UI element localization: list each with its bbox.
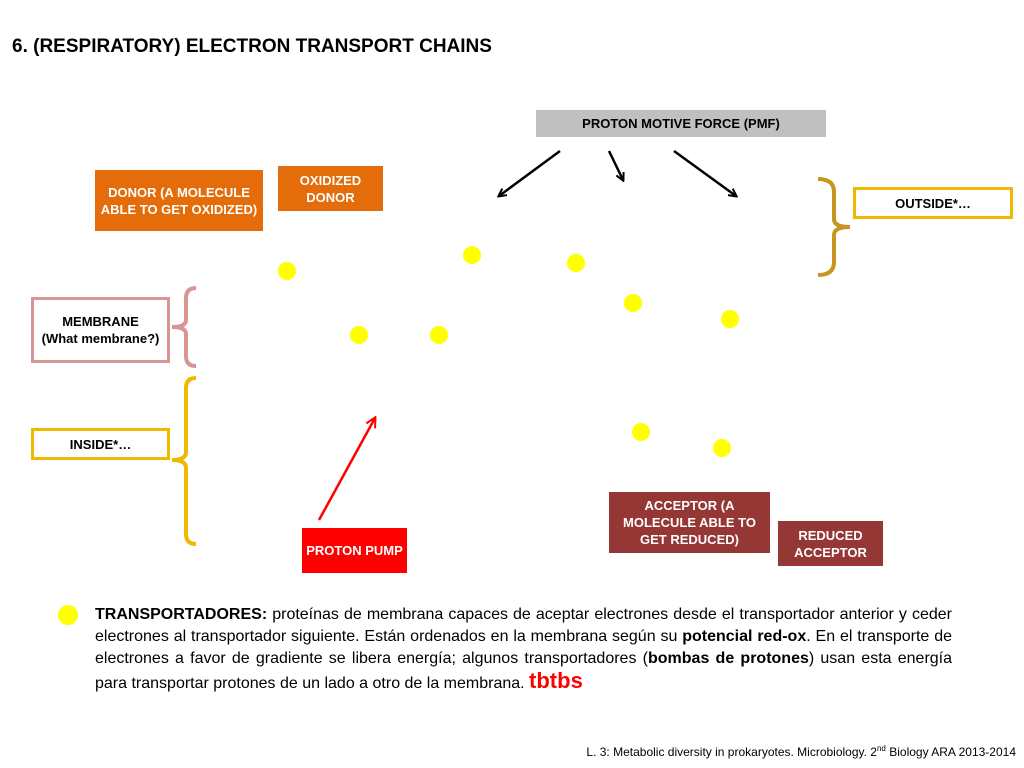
inside-box: INSIDE*… — [31, 428, 170, 460]
acceptor-label: ACCEPTOR (A MOLECULE ABLE TO GET REDUCED… — [623, 498, 756, 547]
legend-description: TRANSPORTADORES: proteínas de membrana c… — [95, 604, 952, 695]
pmf-label: PROTON MOTIVE FORCE (PMF) — [582, 116, 780, 131]
transporter-dot — [350, 326, 368, 344]
transporter-dot — [278, 262, 296, 280]
legend-bold-pumps: bombas de protones — [648, 650, 809, 667]
legend-text-1: proteínas de membrana capaces de aceptar… — [95, 606, 952, 645]
transporter-dot — [632, 423, 650, 441]
transporter-dot — [463, 246, 481, 264]
page-title: 6. (RESPIRATORY) ELECTRON TRANSPORT CHAI… — [12, 36, 492, 57]
pmf-arrow-left — [499, 149, 561, 196]
footer-sup: nd — [876, 744, 886, 753]
oxidized-donor-box: OXIDIZED DONOR — [278, 166, 383, 211]
transporter-dot — [567, 254, 585, 272]
outside-label: OUTSIDE*… — [895, 195, 971, 211]
proton-pump-label: PROTON PUMP — [306, 543, 403, 558]
legend-text-2: . En el transporte de electrones a favor… — [95, 628, 952, 667]
acceptor-box: ACCEPTOR (A MOLECULE ABLE TO GET REDUCED… — [609, 492, 770, 553]
pmf-box: PROTON MOTIVE FORCE (PMF) — [536, 110, 826, 137]
pmf-arrow-middle — [607, 150, 623, 180]
donor-box: DONOR (A MOLECULE ABLE TO GET OXIDIZED) — [95, 170, 263, 231]
transporter-dot — [713, 439, 731, 457]
tbtbs-note: tbtbs — [529, 668, 583, 693]
proton-pump-arrow — [317, 418, 375, 521]
reduced-acceptor-box: REDUCED ACCEPTOR — [778, 521, 883, 566]
pmf-arrow-right — [673, 149, 736, 196]
membrane-question: (What membrane?) — [41, 331, 160, 346]
outside-bracket — [817, 177, 851, 277]
legend-bold-redox: potencial red-ox — [682, 628, 807, 645]
proton-pump-box: PROTON PUMP — [302, 528, 407, 573]
membrane-label: MEMBRANE — [62, 314, 139, 329]
transporter-dot — [721, 310, 739, 328]
footer-post: Biology ARA 2013-2014 — [885, 745, 1016, 759]
inside-bracket — [171, 376, 197, 546]
legend-transporter-dot — [58, 605, 78, 625]
membrane-bracket — [171, 286, 197, 368]
footer-pre: L. 3: Metabolic diversity in prokaryotes… — [586, 745, 877, 759]
footer-citation: L. 3: Metabolic diversity in prokaryotes… — [586, 744, 1016, 759]
membrane-box: MEMBRANE (What membrane?) — [31, 297, 170, 363]
legend-term: TRANSPORTADORES: — [95, 606, 268, 623]
transporter-dot — [430, 326, 448, 344]
outside-box: OUTSIDE*… — [853, 187, 1013, 219]
legend-text-3: ) usan esta energía para transportar pro… — [95, 650, 953, 692]
transporter-dot — [624, 294, 642, 312]
inside-label: INSIDE*… — [69, 436, 132, 452]
donor-label: DONOR (A MOLECULE ABLE TO GET OXIDIZED) — [100, 184, 258, 217]
reduced-acceptor-label: REDUCED ACCEPTOR — [794, 527, 867, 560]
oxidized-donor-label: OXIDIZED DONOR — [299, 172, 362, 205]
